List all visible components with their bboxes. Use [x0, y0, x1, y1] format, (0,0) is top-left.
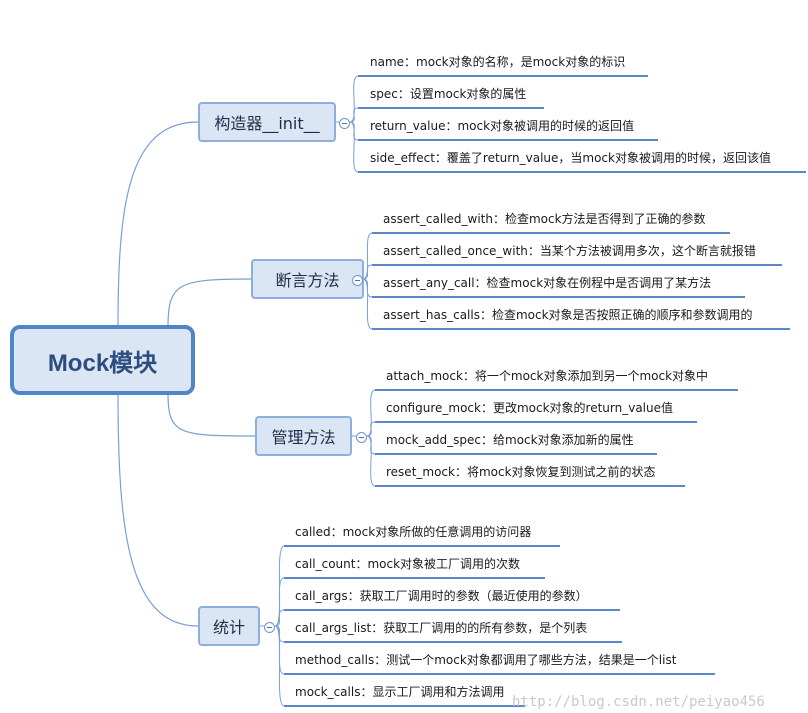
leaf-underline: [375, 421, 697, 423]
leaf-topic[interactable]: call_args：获取工厂调用时的参数（最近使用的参数）: [295, 589, 588, 603]
leaf-topic[interactable]: assert_has_calls：检查mock对象是否按照正确的顺序和参数调用的: [383, 308, 753, 322]
branch-topic-label: 构造器__init__: [214, 114, 320, 133]
branch-topic-1[interactable]: 构造器__init__: [198, 102, 336, 142]
leaf-topic[interactable]: call_count：mock对象被工厂调用的次数: [295, 557, 521, 571]
leaf-underline: [284, 545, 560, 547]
branch-topic-label: 管理方法: [271, 428, 336, 447]
leaf-connector: [274, 577, 285, 627]
leaf-topic[interactable]: method_calls：测试一个mock对象都调用了哪些方法，结果是一个lis…: [295, 653, 677, 667]
leaf-topic[interactable]: mock_calls：显示工厂调用和方法调用: [295, 685, 505, 699]
watermark-url: http://blog.csdn.net/peiyao456: [512, 694, 765, 710]
leaf-connector: [366, 421, 376, 437]
root-connector: [167, 392, 256, 437]
leaf-topic[interactable]: attach_mock：将一个mock对象添加到另一个mock对象中: [386, 369, 709, 383]
leaf-connector: [274, 609, 285, 627]
leaf-topic[interactable]: side_effect：覆盖了return_value，当mock对象被调用的时…: [370, 151, 771, 165]
leaf-underline: [375, 453, 657, 455]
leaf-underline: [372, 232, 730, 234]
leaf-underline: [358, 107, 544, 109]
leaf-underline: [375, 389, 738, 391]
branch-topic-label: 统计: [212, 618, 245, 637]
leaf-connector: [366, 389, 376, 437]
leaf-topic[interactable]: called：mock对象所做的任意调用的访问器: [295, 525, 532, 539]
root-connector: [117, 392, 199, 627]
leaf-connector: [366, 435, 376, 487]
leaf-connector: [274, 625, 285, 707]
leaf-connector: [349, 121, 359, 173]
leaf-underline: [284, 577, 545, 579]
leaf-topic[interactable]: name：mock对象的名称，是mock对象的标识: [370, 55, 626, 69]
root-topic-mock-module[interactable]: Mock模块: [10, 325, 195, 395]
root-connector: [167, 278, 252, 328]
leaf-connector: [349, 75, 359, 123]
leaf-topic[interactable]: call_args_list：获取工厂调用的的所有参数，是个列表: [295, 621, 588, 635]
leaf-underline: [358, 75, 648, 77]
leaf-underline: [358, 171, 806, 173]
collapse-toggle-icon[interactable]: [356, 432, 367, 443]
leaf-topic[interactable]: assert_any_call：检查mock对象在例程中是否调用了某方法: [383, 276, 712, 290]
leaf-underline: [372, 296, 745, 298]
root-connector: [117, 121, 199, 328]
collapse-toggle-icon[interactable]: [264, 622, 275, 633]
leaf-topic[interactable]: assert_called_with：检查mock方法是否得到了正确的参数: [383, 212, 706, 226]
branch-topic-4[interactable]: 统计: [198, 606, 260, 646]
leaf-underline: [284, 609, 620, 611]
leaf-topic[interactable]: reset_mock：将mock对象恢复到测试之前的状态: [386, 465, 656, 479]
leaf-connector: [349, 107, 359, 123]
root-topic-label: Mock模块: [47, 349, 158, 377]
branch-topic-label: 断言方法: [275, 271, 340, 290]
branch-topic-3[interactable]: 管理方法: [255, 416, 352, 456]
leaf-connector: [362, 264, 373, 280]
leaf-underline: [372, 264, 782, 266]
leaf-underline: [375, 485, 685, 487]
leaf-topic[interactable]: assert_called_once_with：当某个方法被调用多次，这个断言就…: [383, 244, 756, 258]
leaf-connector: [362, 278, 373, 330]
leaf-underline: [284, 641, 622, 643]
leaf-topic[interactable]: spec：设置mock对象的属性: [370, 87, 527, 101]
leaf-underline: [372, 328, 790, 330]
leaf-topic[interactable]: configure_mock：更改mock对象的return_value值: [386, 401, 674, 415]
leaf-underline: [284, 673, 715, 675]
leaf-topic[interactable]: mock_add_spec：给mock对象添加新的属性: [386, 433, 634, 447]
leaf-connector: [362, 232, 373, 280]
leaf-underline: [284, 705, 525, 707]
leaf-topic[interactable]: return_value：mock对象被调用的时候的返回值: [370, 119, 635, 133]
collapse-toggle-icon[interactable]: [352, 275, 363, 286]
collapse-toggle-icon[interactable]: [339, 118, 350, 129]
branch-topic-2[interactable]: 断言方法: [251, 259, 364, 299]
leaf-underline: [358, 139, 658, 141]
